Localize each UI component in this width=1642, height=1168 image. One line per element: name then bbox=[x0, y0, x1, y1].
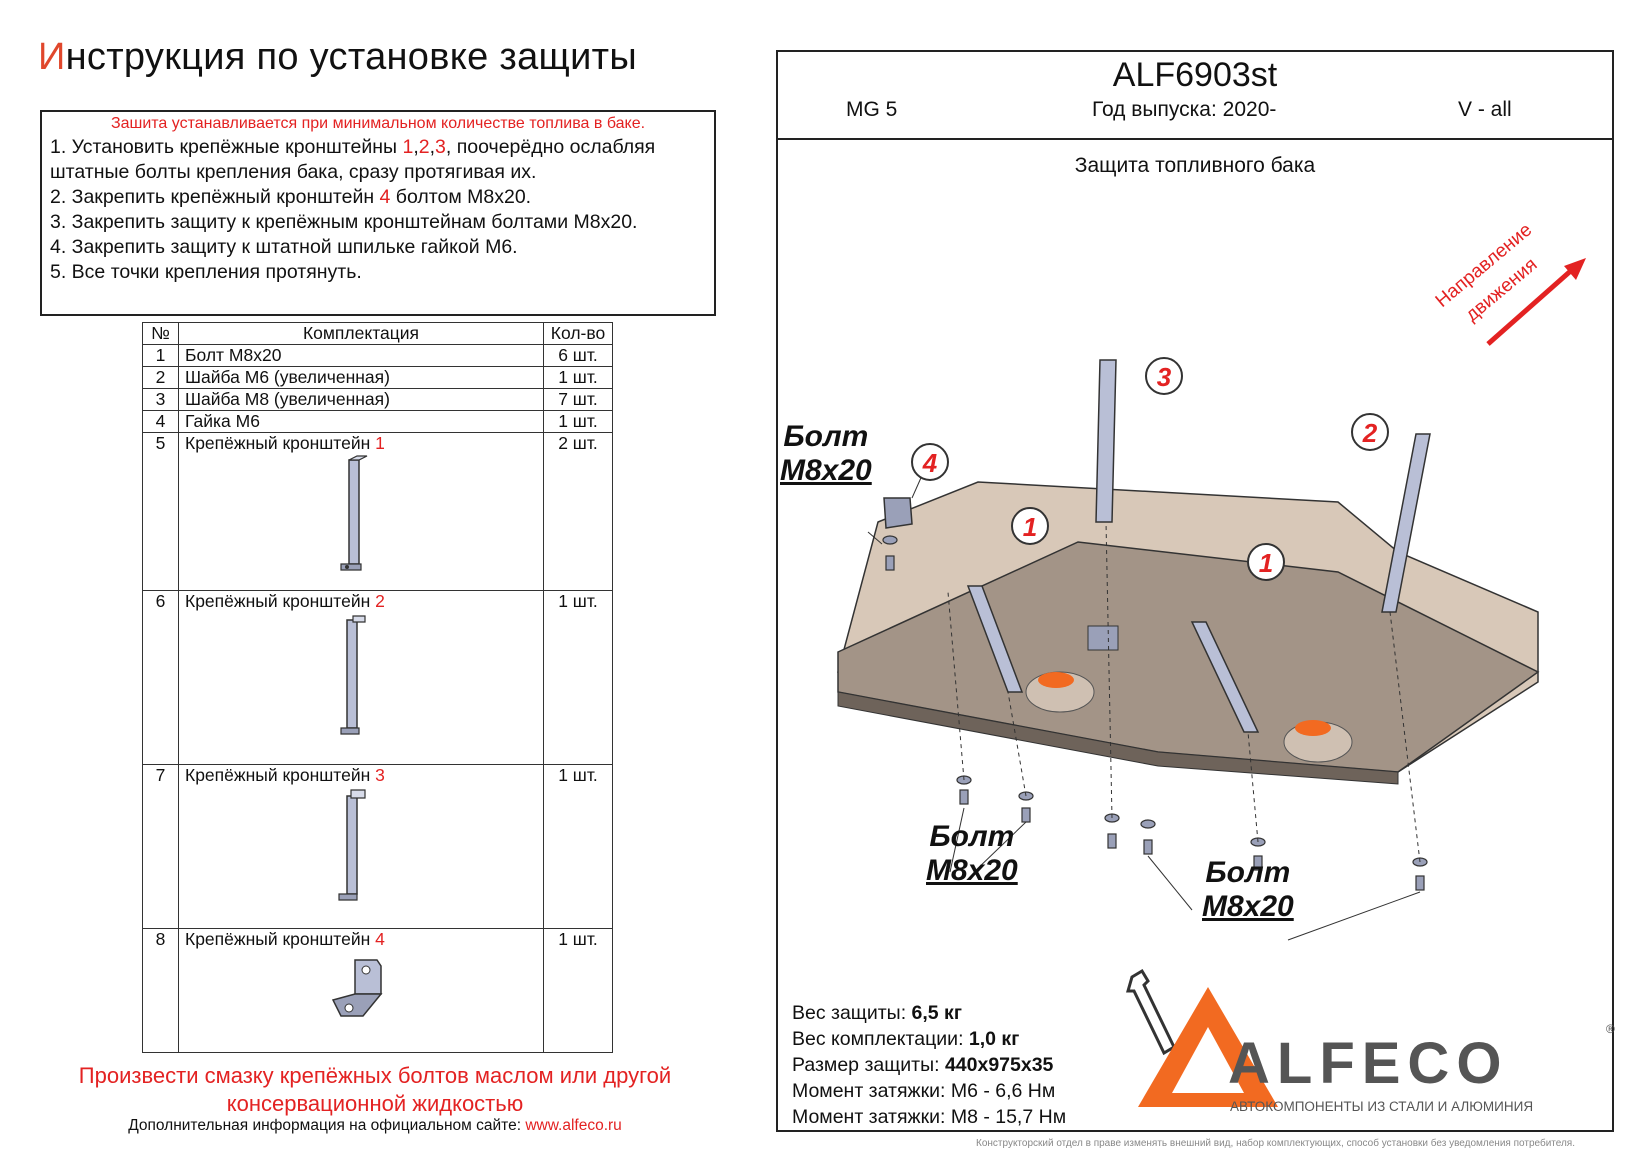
header-qty: Кол-во bbox=[543, 322, 613, 345]
instructions-box: Зашита устанавливается при минимальном к… bbox=[40, 110, 716, 316]
disclaimer: Конструкторский отдел в праве изменять в… bbox=[976, 1138, 1575, 1149]
spec-weight: Вес защиты: 6,5 кг bbox=[792, 1002, 962, 1024]
direction-arrow-icon: Направление движения bbox=[1432, 219, 1586, 346]
website-link[interactable]: www.alfeco.ru bbox=[525, 1117, 622, 1134]
bracket-4-icon bbox=[331, 959, 383, 1017]
sheet-header: ALF6903st MG 5 Год выпуска: 2020- V - al… bbox=[778, 52, 1612, 140]
version: V - all bbox=[1458, 98, 1512, 121]
table-row: 8 Крепёжный кронштейн 4 1 шт. bbox=[142, 928, 613, 1053]
specifications: Вес защиты: 6,5 кг Вес комплектации: 1,0… bbox=[792, 1000, 1066, 1130]
step-4: 4. Закрепить защиту к штатной шпильке га… bbox=[50, 236, 518, 258]
drawing-title: Защита топливного бака bbox=[1074, 154, 1316, 177]
table-row: 6 Крепёжный кронштейн 2 1 шт. bbox=[142, 590, 613, 765]
spec-torque-m6: Момент затяжки: М6 - 6,6 Нм bbox=[792, 1080, 1056, 1102]
bracket-1-icon bbox=[340, 455, 368, 571]
spec-kit-weight: Вес комплектации: 1,0 кг bbox=[792, 1028, 1020, 1050]
fuel-tank-guard-plate bbox=[837, 481, 1540, 785]
callout-number-1a: 1 bbox=[1023, 512, 1037, 542]
assembly-lines bbox=[947, 521, 1421, 863]
callout-number-1b: 1 bbox=[1259, 548, 1273, 578]
callout-number-4: 4 bbox=[922, 448, 938, 478]
step-5: 5. Все точки крепления протянуть. bbox=[50, 261, 362, 283]
product-code: ALF6903st bbox=[1112, 56, 1278, 94]
header-num: № bbox=[142, 322, 179, 345]
assembly-drawing: Направление движения bbox=[837, 219, 1586, 941]
wrench-icon bbox=[1126, 968, 1176, 1056]
lubrication-note: Произвести смазку крепёжных болтов масло… bbox=[78, 1063, 672, 1116]
step-2: 2. Закрепить крепёжный кронштейн 4 болто… bbox=[50, 186, 532, 208]
callout-number-3: 3 bbox=[1157, 362, 1172, 392]
model-year: Год выпуска: 2020- bbox=[1092, 98, 1277, 121]
alfeco-logo: ALFECO ® АВТОКОМПОНЕНТЫ ИЗ СТАЛИ И АЛЮМИ… bbox=[1126, 968, 1615, 1114]
page-title: Инструкция по установке защиты bbox=[38, 36, 637, 78]
callout-number-2: 2 bbox=[1362, 418, 1378, 448]
brand-name: ALFECO bbox=[1228, 1031, 1508, 1096]
drawing-sheet: ALF6903st MG 5 Год выпуска: 2020- V - al… bbox=[776, 50, 1615, 1132]
table-row: 5 Крепёжный кронштейн 1 2 шт. bbox=[142, 432, 613, 591]
header-name: Комплектация bbox=[178, 322, 544, 345]
bracket-2-icon bbox=[340, 615, 366, 735]
fuel-warning: Зашита устанавливается при минимальном к… bbox=[110, 115, 646, 132]
brand-reg: ® bbox=[1606, 1022, 1615, 1036]
website-note: Дополнительная информация на официальном… bbox=[128, 1117, 622, 1134]
spec-size: Размер защиты: 440х975х35 bbox=[792, 1054, 1054, 1076]
step-3: 3. Закрепить защиту к крепёжным кронштей… bbox=[50, 211, 638, 233]
spec-torque-m8: Момент затяжки: М8 - 15,7 Нм bbox=[792, 1106, 1067, 1128]
car-model: MG 5 bbox=[846, 98, 898, 121]
brackets bbox=[883, 359, 1431, 733]
table-row: 7 Крепёжный кронштейн 3 1 шт. bbox=[142, 764, 613, 929]
bracket-3-icon bbox=[338, 789, 366, 901]
brand-tagline: АВТОКОМПОНЕНТЫ ИЗ СТАЛИ И АЛЮМИНИЯ bbox=[1230, 1099, 1533, 1114]
installation-steps: 1. Установить крепёжные кронштейны 1,2,3… bbox=[42, 135, 714, 285]
table-header: № Комплектация Кол-во bbox=[142, 322, 613, 345]
step-1: 1. Установить крепёжные кронштейны 1,2,3… bbox=[50, 136, 656, 183]
